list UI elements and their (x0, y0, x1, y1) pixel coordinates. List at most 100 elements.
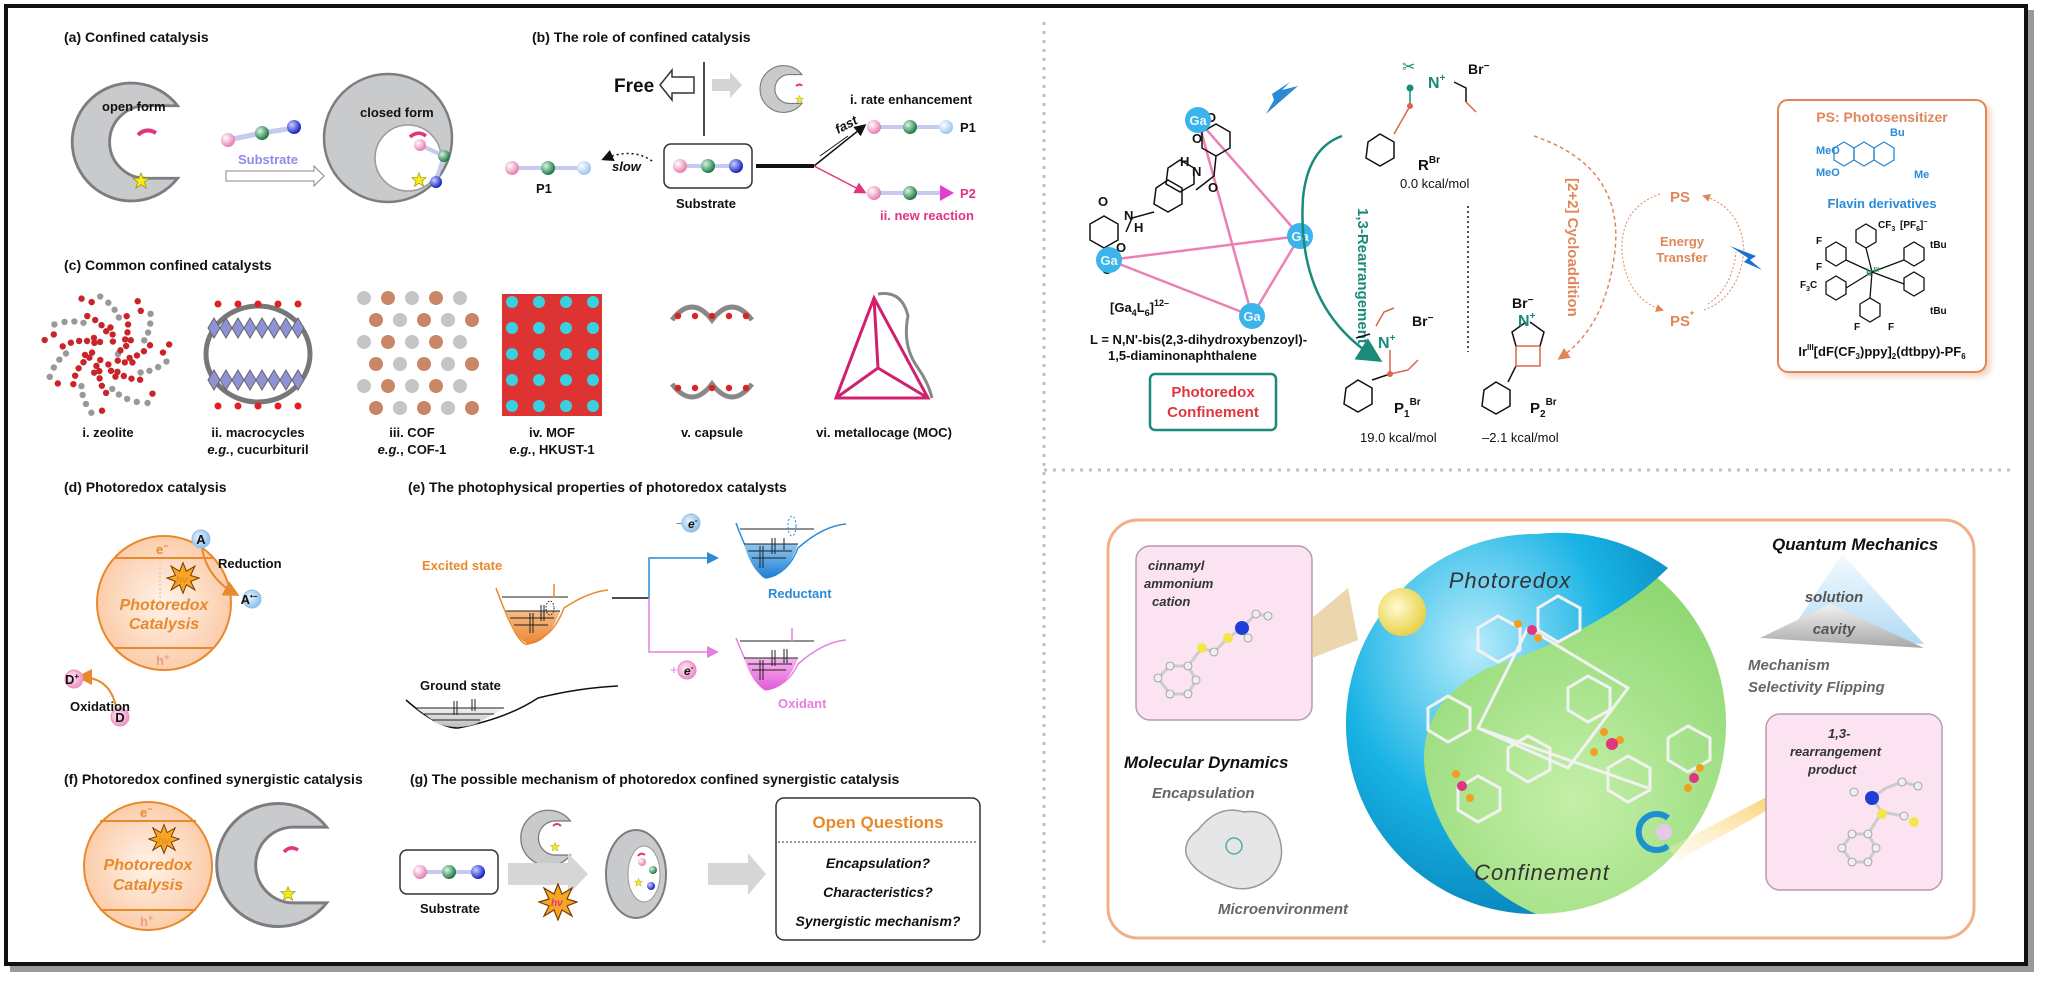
hv-label-g: hν (551, 898, 563, 909)
cage-structure-render (1426, 594, 1712, 824)
acceptor-ball (191, 529, 211, 549)
gallium-node (1185, 107, 1211, 133)
gallium-node (1287, 223, 1313, 249)
cavity-triangle (1760, 604, 1924, 648)
rearrangement-label: 1,3-Rearrangement (1354, 208, 1371, 344)
rate-enhancement-label: i. rate enhancement (850, 92, 973, 107)
oxidant-label: Oxidant (778, 696, 827, 711)
encapsulation-label: Encapsulation (1152, 785, 1255, 802)
product-molecule (1837, 777, 1923, 867)
hv-label-f: hν (158, 836, 170, 847)
f-label-3: F (1854, 322, 1860, 333)
substrate-atom-blue (287, 120, 301, 134)
c-shape-icon (1635, 811, 1670, 853)
reactant-structure (1365, 81, 1477, 167)
free-label: Free (614, 76, 654, 97)
flavin-label: Flavin derivatives (1827, 196, 1936, 211)
free-arrow-icon (659, 67, 695, 103)
new-reaction-label: ii. new reaction (880, 208, 974, 223)
cage-small-icon-g (520, 809, 572, 867)
ir-formula: IrIII[dF(CF3)ppy]2(dtbpy)-PF6 (1798, 343, 1966, 361)
question-encapsulation: Encapsulation? (826, 855, 931, 871)
plus-e-label: e- (684, 663, 694, 678)
substrate-label-b: Substrate (676, 196, 736, 211)
product-box (1765, 713, 1943, 891)
p1-right-label: P1 (960, 120, 976, 135)
catalyst-example-mof: e.g., HKUST-1 (509, 442, 594, 457)
p1-left-label: P1 (536, 181, 552, 196)
cycloaddition-label: [2+2] Cycloaddition (1564, 178, 1581, 317)
catalyst-label-macrocycle: ii. macrocycles (211, 425, 304, 440)
panel-b-title: (b) The role of confined catalysis (532, 29, 751, 45)
iridium-complex-structure (1825, 223, 1925, 323)
substrate-atom-pink (221, 133, 235, 147)
catalyst-label-mof: iv. MOF (529, 425, 575, 440)
acceptor-reduced-ball (242, 589, 262, 609)
acceptor-label: A (196, 532, 206, 547)
plus-sign: + (670, 662, 678, 677)
ps-star-label: PS* (1670, 310, 1694, 330)
panel-g: (g) The possible mechanism of photoredox… (399, 771, 981, 941)
f-label-4: F (1888, 322, 1894, 333)
photosensitizer-box (1777, 99, 1987, 373)
catalyst-image-macrocycle (203, 300, 313, 410)
cage-small-icon (759, 65, 803, 113)
photoredox-catalyst-circle-f (83, 801, 213, 931)
gallium-label: Ga (1291, 229, 1309, 244)
meo-label-1: MeO (1816, 145, 1840, 157)
donor-oxidized-label: D+ (65, 672, 79, 687)
product-label-1: 1,3- (1828, 726, 1850, 741)
p2-energy: –2.1 kcal/mol (1482, 430, 1559, 445)
f-label-2: F (1816, 262, 1822, 273)
electron-ball-minus (681, 513, 701, 533)
panel-c: (c) Common confined catalysts i. zeolite… (41, 257, 952, 457)
f3c-label: F3C (1800, 280, 1817, 293)
photoredox-sphere (1346, 532, 1668, 914)
lightning-icon-2 (1730, 246, 1762, 270)
catalyst-image-cof (357, 291, 479, 415)
open-form-label: open form (102, 99, 166, 114)
selectivity-flipping-label: Selectivity Flipping (1748, 679, 1885, 696)
energy-transfer-label-2: Transfer (1656, 250, 1707, 265)
photoredox-catalyst-circle (96, 535, 232, 671)
light-source-sphere (1378, 588, 1426, 636)
svg-text:O: O (1116, 240, 1126, 255)
closed-form-label: closed form (360, 105, 434, 120)
lightning-icon (1266, 82, 1298, 114)
electron-label-f: e− (140, 804, 153, 820)
ligand-structure (1089, 123, 1231, 249)
panel-f: (f) Photoredox confined synergistic cata… (64, 771, 363, 931)
minus-sign: − (676, 516, 684, 531)
panel-d: (d) Photoredox catalysis e− h+ hν Photor… (64, 479, 282, 727)
bu-label: Bu (1890, 127, 1905, 139)
panel-d-title: (d) Photoredox catalysis (64, 479, 227, 495)
cinnamyl-label-1: cinnamyl (1148, 558, 1205, 573)
open-questions-box (775, 797, 981, 941)
scissors-icon: ✂ (1402, 59, 1415, 76)
cage-icon-f (215, 801, 329, 929)
f-label-1: F (1816, 236, 1822, 247)
cf3-label: CF3 (1878, 220, 1895, 233)
photoredox-label: Photoredox (120, 597, 210, 614)
substrate-atom-green (255, 126, 269, 140)
panel-c-title: (c) Common confined catalysts (64, 257, 272, 273)
flavin-structure (1833, 141, 1895, 167)
r-nitrogen: N+ (1428, 73, 1446, 92)
confine-arrow-icon (712, 72, 742, 98)
cinnamyl-label-3: cation (1152, 594, 1190, 609)
ps-label: PS (1670, 189, 1690, 206)
acceptor-reduced-label: A•− (241, 592, 258, 607)
figure-canvas: (a) Confined catalysis open form Substra… (41, 22, 2012, 948)
guest-sphere-icon (1656, 824, 1672, 840)
gallium-node (1096, 247, 1122, 273)
gallium-node (1239, 303, 1265, 329)
hole-label-f: h+ (140, 913, 153, 929)
substrate-label-g: Substrate (420, 901, 480, 916)
box-line-2: Confinement (1167, 404, 1259, 421)
catalyst-label-metallocage: vi. metallocage (MOC) (816, 425, 952, 440)
rearrangement-arrow (1301, 134, 1383, 362)
svg-text:O: O (1192, 131, 1202, 146)
p1-energy: 19.0 kcal/mol (1360, 430, 1437, 445)
minus-e-label: e- (688, 516, 698, 531)
catalyst-image-zeolite (41, 293, 173, 416)
